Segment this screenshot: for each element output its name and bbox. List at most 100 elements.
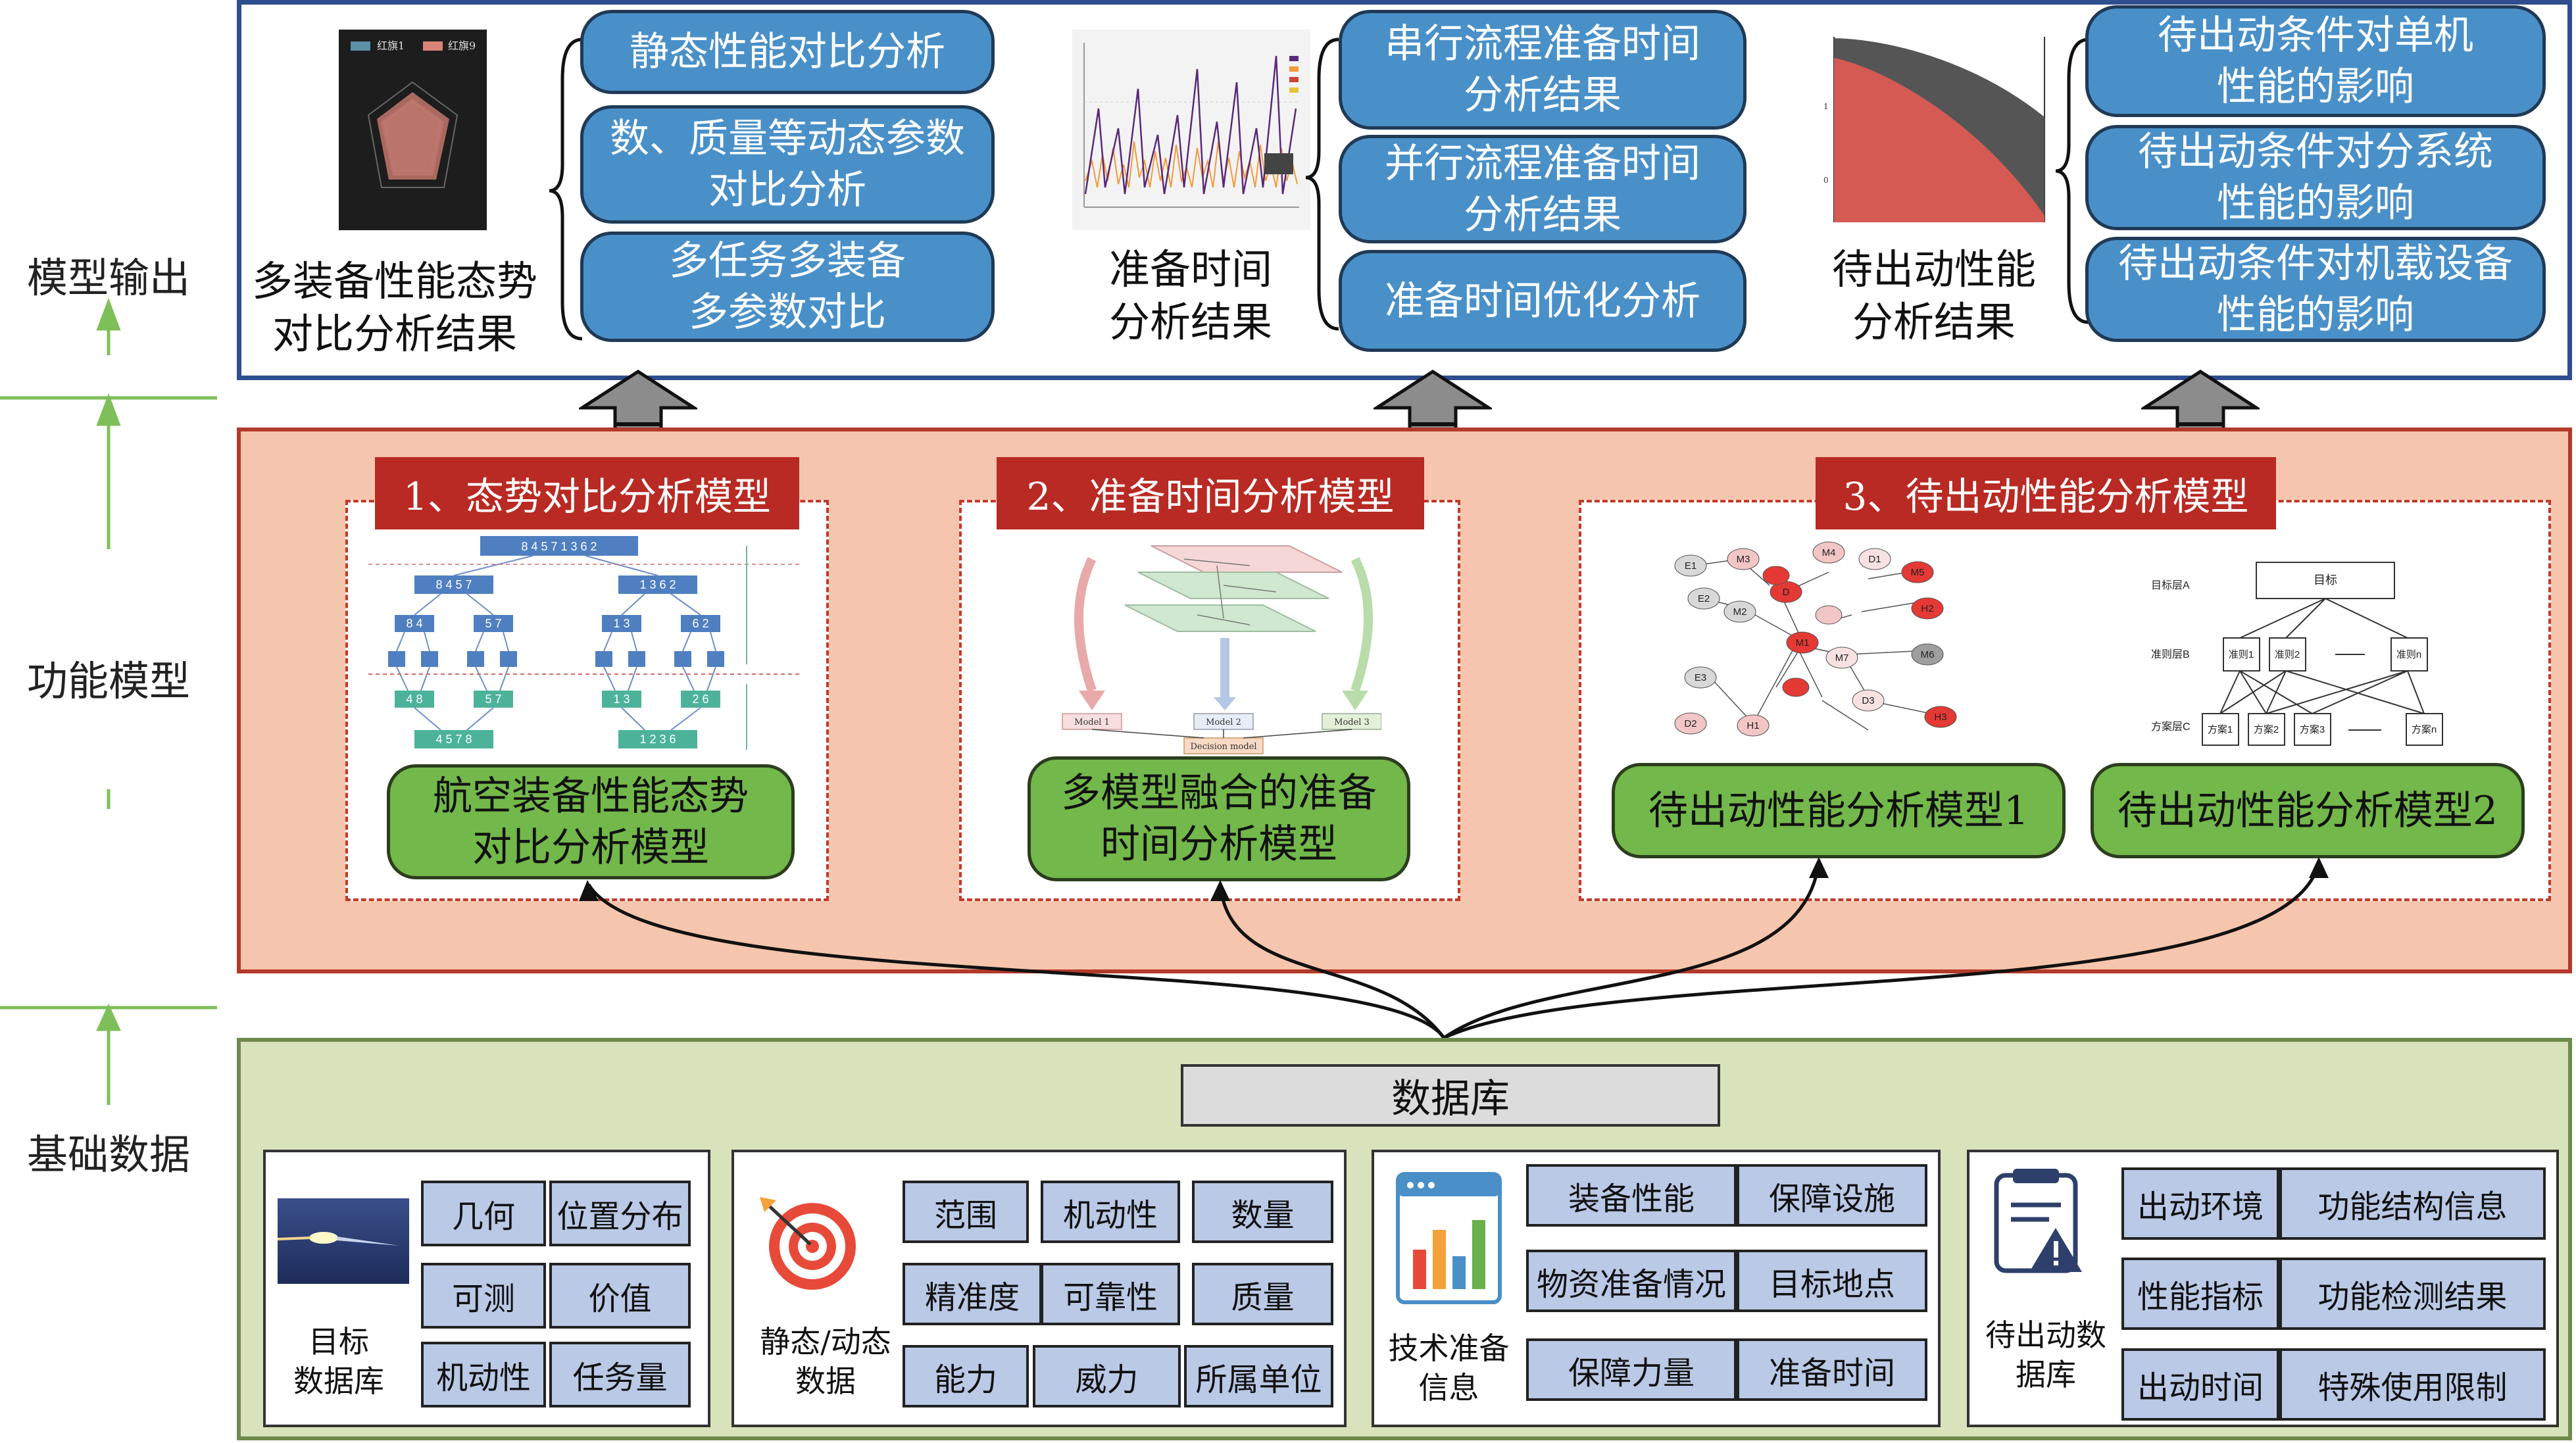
model-box-3: Model 3: [1334, 718, 1370, 727]
cell-power: 威力: [1033, 1345, 1181, 1407]
cell-quantity: 数量: [1192, 1181, 1333, 1243]
cell-precision: 精准度: [903, 1263, 1042, 1325]
graph-node-m2: M2: [1733, 606, 1747, 618]
cell-support-force: 保障力量: [1526, 1338, 1737, 1401]
output-caption-3-line2: 分析结果: [1852, 298, 2016, 346]
output-caption-3-line1: 待出动性能: [1831, 245, 2036, 293]
output-item-single-aircraft-line1: 待出动条件对单机: [2158, 12, 2473, 59]
output-item-parallel-time-line2: 分析结果: [1464, 191, 1622, 238]
tree-node-m2d: 2 6: [692, 693, 708, 706]
bar-chart-icon: [1396, 1172, 1502, 1304]
radar-legend-1: 红旗1: [377, 39, 405, 52]
hier-criteria-n: 准则n: [2396, 649, 2421, 660]
output-item-time-optimize: 准备时间优化分析: [1339, 250, 1746, 352]
db-panel-static-dynamic-caption-line2: 数据: [795, 1363, 856, 1399]
clipboard-warning-icon: [1994, 1169, 2082, 1273]
model3-name2: 待出动性能分析模型2: [2091, 763, 2525, 858]
tree-node-m2b: 5 7: [485, 693, 501, 706]
hier-goal: 目标: [2314, 574, 2337, 587]
missile-photo-icon: [278, 1198, 409, 1284]
output-item-dynamic-compare: 数、质量等动态参数 对比分析: [580, 105, 995, 224]
graph-node-h3: H3: [1934, 712, 1946, 723]
output-item-airborne-equipment: 待出动条件对机载设备 性能的影响: [2085, 237, 2546, 342]
output-caption-3: 待出动性能 分析结果: [1789, 243, 2079, 349]
hier-plan-1: 方案1: [2208, 723, 2233, 735]
target-icon: [760, 1197, 856, 1290]
hier-level-c: 方案层C: [2151, 721, 2191, 733]
output-item-static-compare-text: 静态性能对比分析: [630, 29, 945, 75]
cell-capability: 能力: [903, 1345, 1029, 1407]
hier-level-a: 目标层A: [2151, 579, 2190, 591]
db-panel-tech-prep-caption-line2: 信息: [1418, 1370, 1479, 1406]
graph-node-m3: M3: [1737, 554, 1750, 565]
cell-material-prep: 物资准备情况: [1526, 1250, 1737, 1312]
output-item-multi-task: 多任务多装备 多参数对比: [580, 232, 995, 342]
cell-target-location: 目标地点: [1737, 1250, 1927, 1312]
model3-name1: 待出动性能分析模型1: [1612, 763, 2066, 858]
layer-label-function: 功能模型: [26, 657, 190, 705]
tree-node-r2a: 1 3: [613, 617, 630, 630]
cell-maneuverability: 机动性: [1041, 1181, 1180, 1243]
hier-plan-2: 方案2: [2254, 723, 2279, 735]
tree-node-root: 8 4 5 7 1 3 6 2: [521, 540, 597, 553]
graph-node-d: D: [1783, 587, 1790, 598]
output-item-static-compare: 静态性能对比分析: [580, 10, 995, 94]
output-caption-2-line1: 准备时间: [1108, 245, 1272, 293]
db-panel-target-caption: 目标 数据库: [270, 1322, 408, 1401]
radar-chart-thumbnail: 红旗1 红旗9: [339, 30, 487, 230]
model-fusion-thumbnail: Model 1 Model 2 Model 3 Decision model: [1062, 545, 1381, 754]
cell-geometry: 几何: [421, 1181, 546, 1246]
cell-support-facilities: 保障设施: [1737, 1164, 1927, 1227]
graph-node-d2: D2: [1684, 718, 1697, 729]
cell-measurable: 可测: [421, 1263, 546, 1329]
cell-sortie-environment: 出动环境: [2121, 1167, 2279, 1240]
tree-node-m1b: 1 2 3 6: [639, 733, 676, 746]
cell-range: 范围: [903, 1181, 1029, 1243]
db-panel-standby-caption: 待出动数 据库: [1970, 1315, 2121, 1394]
cell-prep-time: 准备时间: [1737, 1338, 1927, 1401]
model2-title: 2、准备时间分析模型: [997, 457, 1424, 529]
radar-legend-2: 红旗9: [448, 39, 476, 52]
cell-reliability: 可靠性: [1041, 1263, 1180, 1325]
model1-name: 航空装备性能态势 对比分析模型: [387, 764, 795, 879]
hier-criteria-1: 准则1: [2229, 649, 2254, 660]
graph-node-m6: M6: [1921, 649, 1935, 660]
layer-label-output: 模型输出: [26, 254, 190, 302]
output-item-dynamic-compare-line2: 对比分析: [708, 167, 866, 213]
db-panel-tech-prep-caption: 技术准备 信息: [1375, 1329, 1523, 1407]
output-caption-1-line2: 对比分析结果: [272, 310, 517, 358]
cell-task-volume: 任务量: [549, 1342, 691, 1407]
output-caption-2: 准备时间 分析结果: [1046, 243, 1335, 349]
cell-sortie-time: 出动时间: [2121, 1348, 2279, 1421]
model1-title: 1、态势对比分析模型: [375, 457, 799, 529]
model1-name-line1: 航空装备性能态势: [433, 773, 749, 819]
graph-node-d1: D1: [1868, 554, 1881, 565]
graph-node-d3: D3: [1862, 695, 1874, 706]
layer-axis: [0, 297, 217, 1105]
output-item-airborne-equipment-line1: 待出动条件对机载设备: [2118, 241, 2513, 287]
cell-affiliation: 所属单位: [1184, 1345, 1333, 1407]
layer-label-base: 基础数据: [26, 1131, 190, 1179]
hierarchy-thumbnail: 目标层A 准则层B 方案层C 目标 准则1 准则2 准则n 方案1 方案2 方案…: [2151, 562, 2443, 746]
db-panel-standby-caption-line1: 待出动数: [1985, 1317, 2106, 1353]
database-title: 数据库: [1181, 1064, 1720, 1127]
output-item-multi-task-line1: 多任务多装备: [669, 238, 906, 284]
db-panel-static-dynamic-caption: 静态/动态 数据: [737, 1322, 914, 1401]
tree-node-l1: 8 4 5 7: [435, 578, 472, 591]
graph-node-e3: E3: [1695, 672, 1706, 683]
db-panel-target-caption-line2: 数据库: [293, 1363, 384, 1399]
output-brace-1: [549, 37, 583, 341]
cell-function-test-result: 功能检测结果: [2279, 1258, 2546, 1330]
output-item-subsystem-line2: 性能的影响: [2217, 180, 2414, 226]
cell-performance-index: 性能指标: [2121, 1258, 2279, 1330]
cell-equipment-performance: 装备性能: [1526, 1164, 1737, 1227]
output-item-multi-task-line2: 多参数对比: [689, 289, 886, 335]
area-chart-thumbnail: 1 0: [1816, 32, 2054, 232]
graph-node-m4: M4: [1822, 547, 1836, 558]
output-item-parallel-time-line1: 并行流程准备时间: [1385, 140, 1700, 187]
hier-plan-3: 方案3: [2300, 723, 2325, 735]
graph-node-e1: E1: [1685, 560, 1697, 572]
decision-model-box: Decision model: [1190, 742, 1256, 752]
cell-position-distribution: 位置分布: [549, 1181, 691, 1246]
cell-quality: 质量: [1192, 1263, 1333, 1325]
